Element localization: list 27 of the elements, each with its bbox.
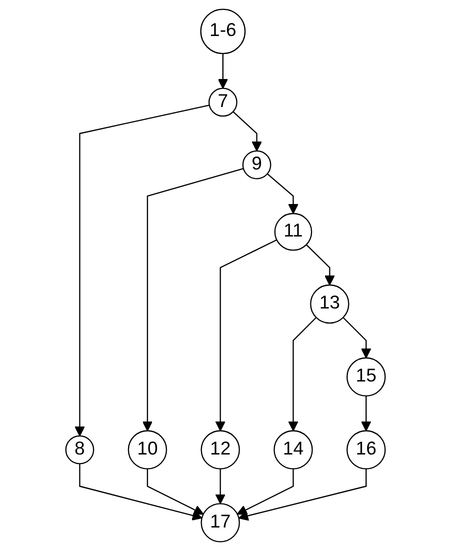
arrow: [288, 317, 317, 432]
node-circle: 1-6: [200, 8, 246, 54]
node-circle: 15: [346, 357, 386, 397]
arrow: [79, 464, 202, 521]
arrow: [238, 468, 367, 521]
arrow: [342, 317, 372, 358]
arrow: [142, 168, 244, 432]
arrow: [74, 104, 210, 436]
arrow: [215, 468, 226, 504]
arrow: [361, 396, 372, 432]
node-circle: 9: [242, 150, 272, 180]
node-circle: 13: [310, 284, 350, 324]
node-circle: 17: [200, 503, 240, 542]
node-circle: 14: [274, 430, 313, 470]
node-circle: 7: [208, 88, 238, 117]
node-circle: 8: [65, 435, 94, 464]
node-circle: 12: [200, 430, 240, 470]
arrow: [232, 111, 262, 152]
arrow: [146, 468, 204, 515]
arrow: [306, 244, 335, 286]
arrow: [236, 468, 294, 515]
arrow: [215, 239, 278, 432]
arrow: [266, 173, 298, 214]
node-circle: 10: [128, 430, 168, 470]
node-circle: 11: [274, 212, 312, 251]
arrow: [218, 54, 228, 89]
node-circle: 16: [346, 430, 386, 470]
